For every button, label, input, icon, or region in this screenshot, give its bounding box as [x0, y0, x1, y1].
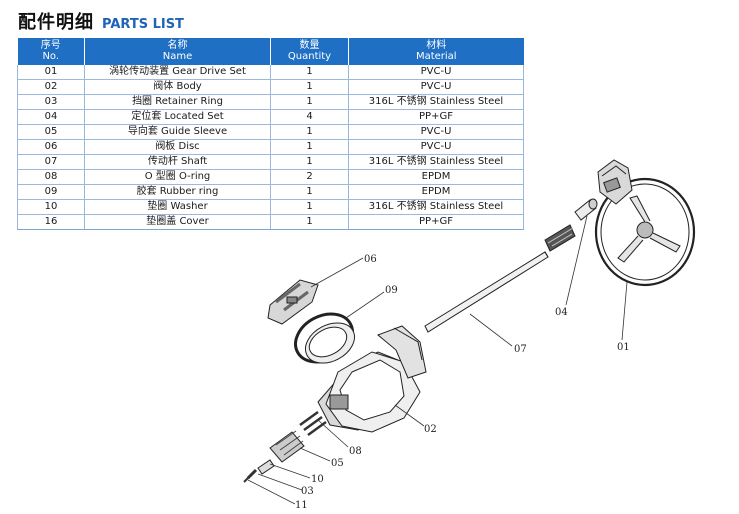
cell-material: EPDM [348, 184, 524, 200]
cell-name: 垫圈 Washer [84, 199, 271, 215]
cell-material: PVC-U [348, 79, 524, 95]
cell-material: PP+GF [348, 214, 524, 230]
cell-no: 08 [17, 169, 85, 185]
cell-material: PP+GF [348, 109, 524, 125]
cell-no: 05 [17, 124, 85, 140]
cell-quantity: 1 [270, 154, 349, 170]
cell-quantity: 1 [270, 214, 349, 230]
label-05: 05 [331, 458, 344, 469]
disc [267, 279, 319, 325]
cell-name: 垫圈盖 Cover [84, 214, 271, 230]
rubber-ring [294, 312, 355, 364]
cell-quantity: 1 [270, 199, 349, 215]
cell-quantity: 1 [270, 184, 349, 200]
cell-name: 阀体 Body [84, 79, 271, 95]
label-04: 04 [555, 307, 568, 318]
label-01: 01 [617, 342, 630, 353]
guide-sleeve [269, 430, 305, 463]
cell-no: 04 [17, 109, 85, 125]
cell-material: 316L 不锈钢 Stainless Steel [348, 199, 524, 215]
located-set [574, 198, 598, 221]
page-title: 配件明细 PARTS LIST [18, 8, 184, 33]
title-chinese: 配件明细 [18, 12, 94, 33]
cell-name: 阀板 Disc [84, 139, 271, 155]
cell-no: 01 [17, 65, 85, 80]
label-02: 02 [424, 424, 437, 435]
cell-name: 定位套 Located Set [84, 109, 271, 125]
cell-name: 传动杆 Shaft [84, 154, 271, 170]
cell-no: 03 [17, 94, 85, 110]
title-english: PARTS LIST [102, 17, 184, 32]
cell-material: 316L 不锈钢 Stainless Steel [348, 94, 524, 110]
cell-quantity: 2 [270, 169, 349, 185]
gear-drive-set [594, 159, 696, 287]
cell-material: PVC-U [348, 139, 524, 155]
cell-material: PVC-U [348, 65, 524, 80]
cell-no: 16 [17, 214, 85, 230]
cell-name: 涡轮传动装置 Gear Drive Set [84, 65, 271, 80]
cell-name: 导向套 Guide Sleeve [84, 124, 271, 140]
cell-material: PVC-U [348, 124, 524, 140]
washer-retainer [243, 459, 275, 483]
cell-name: 挡圈 Retainer Ring [84, 94, 271, 110]
cell-quantity: 1 [270, 94, 349, 110]
cell-no: 10 [17, 199, 85, 215]
cell-quantity: 1 [270, 124, 349, 140]
cell-no: 09 [17, 184, 85, 200]
label-03: 03 [301, 486, 314, 497]
label-11: 11 [295, 500, 308, 511]
label-10: 10 [311, 474, 324, 485]
valve-body [317, 325, 427, 433]
cell-name: O 型圈 O-ring [84, 169, 271, 185]
cell-quantity: 1 [270, 139, 349, 155]
cell-material: EPDM [348, 169, 524, 185]
cell-material: 316L 不锈钢 Stainless Steel [348, 154, 524, 170]
label-06: 06 [364, 254, 377, 265]
shaft [424, 224, 576, 333]
cell-no: 06 [17, 139, 85, 155]
label-08: 08 [349, 446, 362, 457]
cell-quantity: 4 [270, 109, 349, 125]
cell-no: 07 [17, 154, 85, 170]
cell-quantity: 1 [270, 65, 349, 80]
cell-quantity: 1 [270, 79, 349, 95]
label-09: 09 [385, 285, 398, 296]
cell-name: 胶套 Rubber ring [84, 184, 271, 200]
label-07: 07 [514, 344, 527, 355]
cell-no: 02 [17, 79, 85, 95]
